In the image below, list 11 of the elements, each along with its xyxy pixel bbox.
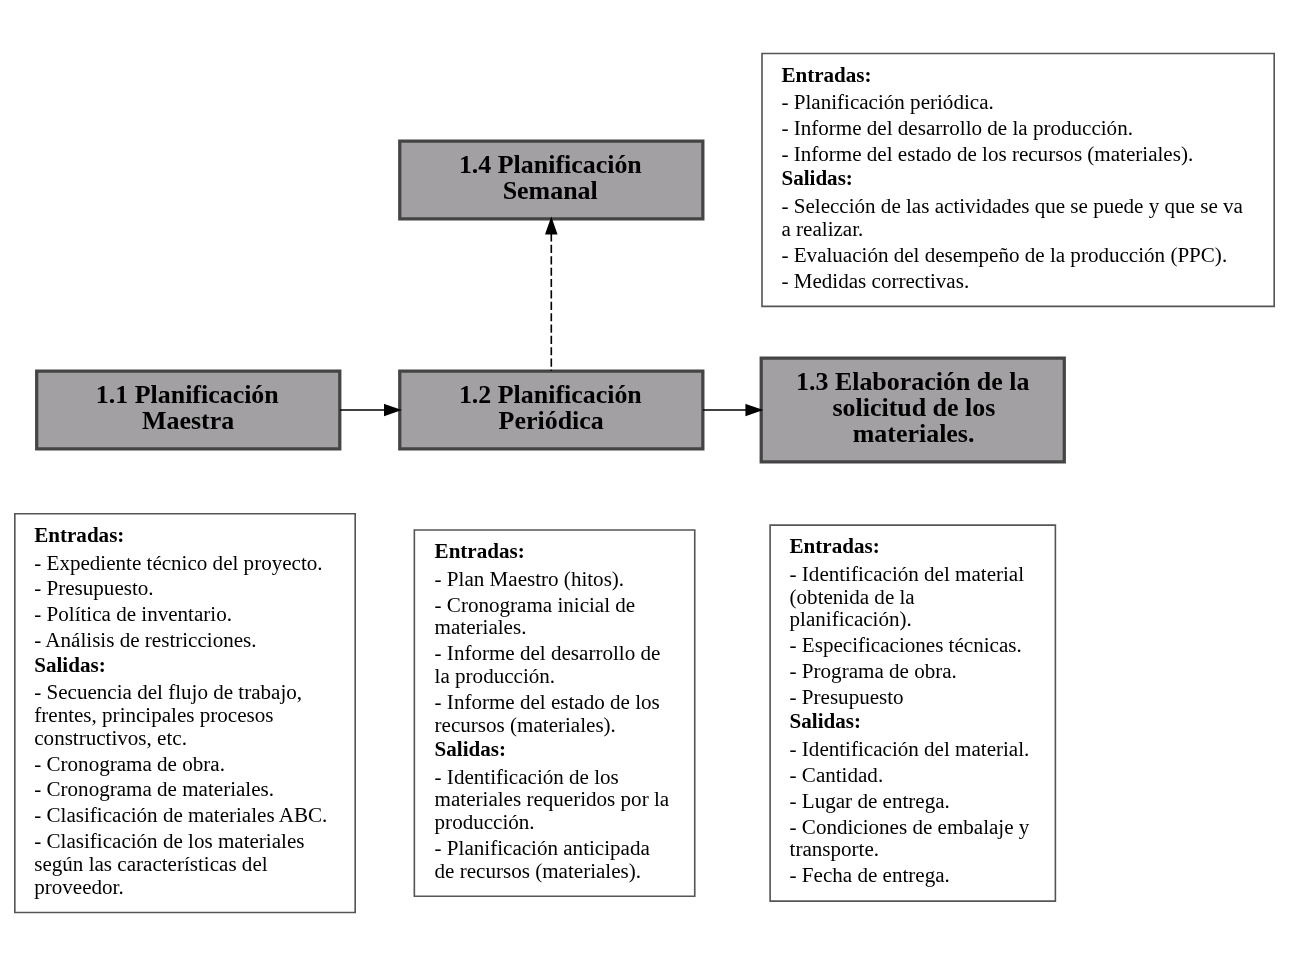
- node-box: Entradas: - Expediente técnico del proyecto. - Presupuesto. - Política de inventario. - Análisis de restricciones. Salidas: - Secuencia del flujo de trabajo, frentes, principales procesos constructivos, etc. - Cronograma de obra. - Cronograma de materiales. - Clasificación de materiales ABC. - Clasificación de los materiales según las características del proveedor.: [14, 512, 356, 913]
- node-box: Entradas: - Plan Maestro (hitos). - Cronograma inicial de materiales. - Informe del desarrollo de la producción. - Informe del estado de los recursos (materiales). Salidas: - Identificación de los materiales requeridos por la producción. - Planificación anticipada de recursos (materiales).: [413, 528, 696, 897]
- node-box: Entradas: - Planificación periódica. - Informe del desarrollo de la producción. - Informe del estado de los recursos (materiales). Salidas: - Selección de las actividades que se puede y que se va a realizar. - Evaluación del desempeño de la producción (PPC). - Medidas correctivas.: [761, 52, 1275, 307]
- node-box: 1.2 Planificación Periódica: [398, 369, 705, 451]
- arrow: [702, 403, 764, 416]
- arrow: [545, 216, 558, 372]
- node-box: Entradas: - Identificación del material (obtenida de la planificación). - Especificaciones técnicas. - Programa de obra. - Presupuesto Salidas: - Identificación del material. - Cantidad. - Lugar de entrega. - Condiciones de embalaje y transporte. - Fecha de entrega.: [769, 523, 1057, 902]
- node-box: 1.3 Elaboración de la solicitud de los materiales.: [759, 356, 1066, 464]
- node-box: 1.1 Planificación Maestra: [35, 369, 342, 451]
- arrow: [339, 403, 402, 416]
- node-box: 1.4 Planificación Semanal: [398, 138, 705, 220]
